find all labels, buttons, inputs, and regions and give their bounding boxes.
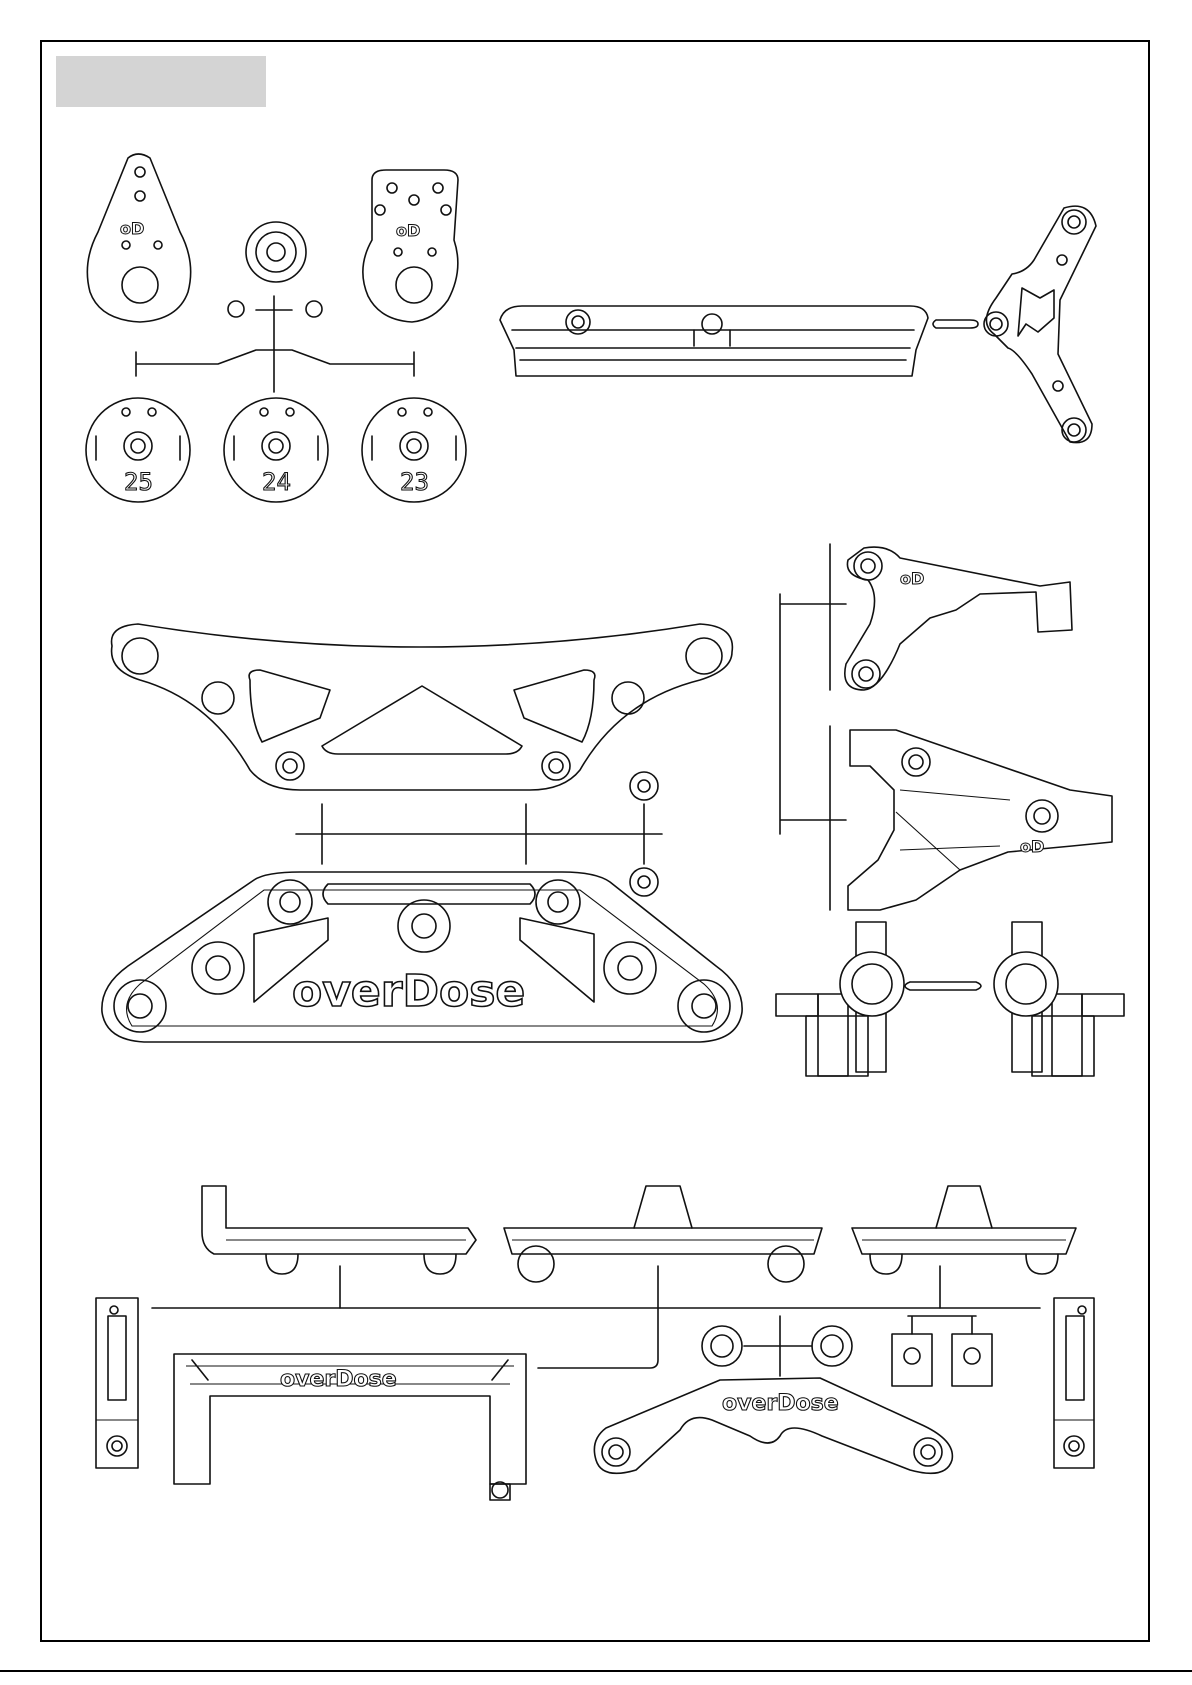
upper-brace-plate: [984, 206, 1096, 442]
servo-saver-center: [246, 222, 306, 282]
front-bumper-bar: [500, 306, 928, 376]
body-mount-center: [504, 1186, 822, 1282]
suspension-arm: oD: [848, 730, 1112, 910]
bumper-connector-runner: [933, 320, 978, 328]
hub-carrier-left: [776, 922, 904, 1076]
overdose-logo-large: overDose: [292, 966, 525, 1017]
servo-horn-left: oD: [87, 154, 190, 322]
bottom-sprue-runner: [152, 1266, 1040, 1376]
od-logo-suspension-arm: oD: [1020, 837, 1044, 856]
od-logo-left: oD: [120, 219, 144, 238]
steering-arm: oD: [845, 547, 1072, 690]
rear-bumper-frame: overDose: [174, 1354, 526, 1500]
arm-runner: [780, 544, 846, 910]
body-mount-left: [202, 1186, 476, 1274]
numbered-disc-24: 24: [224, 398, 328, 502]
od-logo-right: oD: [396, 221, 420, 240]
body-mount-right: [852, 1186, 1076, 1274]
upper-shock-tower: [112, 624, 733, 790]
numbered-disc-23: 23: [362, 398, 466, 502]
sprue-a-runner: [136, 296, 414, 392]
hub-carrier-right: [994, 922, 1124, 1076]
overdose-logo-frame: overDose: [280, 1367, 397, 1392]
disc-number-24: 24: [262, 468, 291, 496]
disc-number-25: 25: [124, 468, 153, 496]
servo-horn-right: oD: [363, 170, 458, 322]
od-logo-steering-arm: oD: [900, 569, 924, 588]
post-left: [96, 1298, 138, 1468]
disc-number-23: 23: [400, 468, 429, 496]
lower-shock-tower: overDose: [102, 872, 742, 1042]
wing-stay: overDose: [594, 1378, 952, 1473]
hub-connector-runner: [905, 982, 981, 990]
post-right: [1054, 1298, 1094, 1468]
numbered-disc-25: 25: [86, 398, 190, 502]
overdose-logo-wing-stay: overDose: [722, 1391, 839, 1416]
small-mount-blocks: [892, 1334, 992, 1386]
